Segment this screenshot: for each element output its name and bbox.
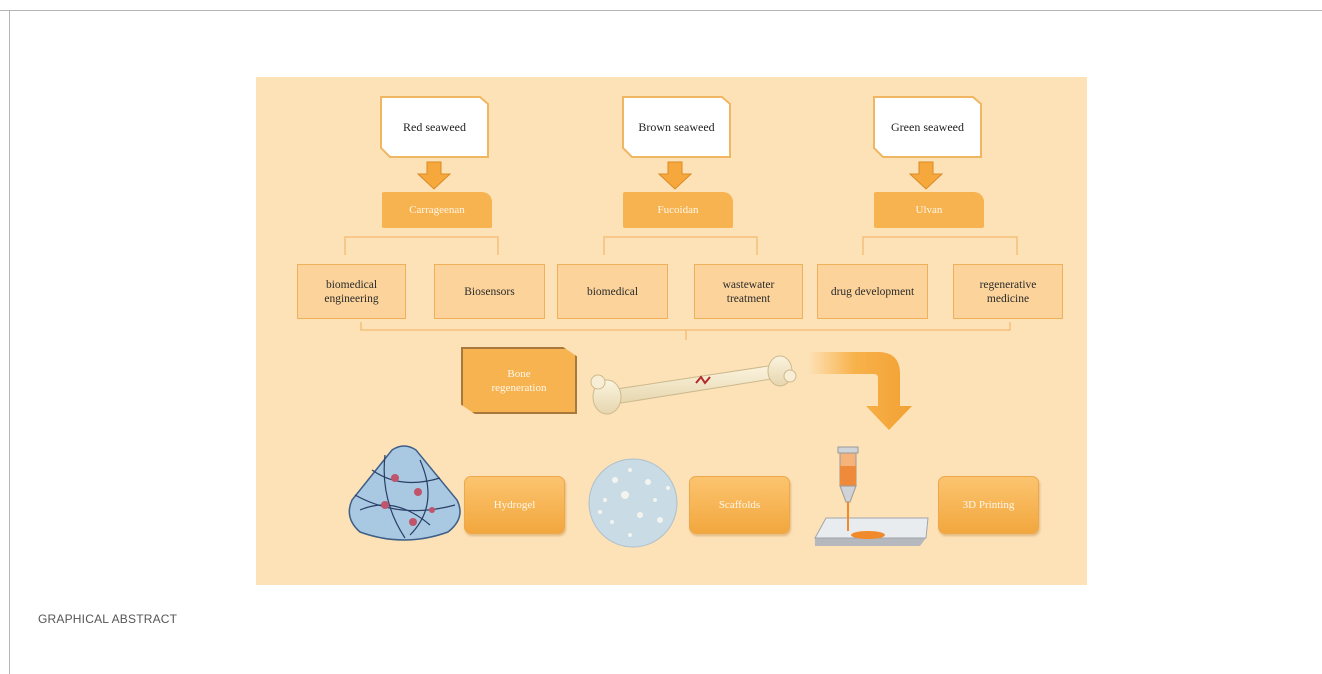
fucoidan-label: Fucoidan [657,204,699,216]
bracket-red [344,236,499,255]
scaffolds-label: Scaffolds [718,499,761,511]
3d-printing-label: 3D Printing [962,499,1015,511]
porous-scaffold-icon [588,458,678,548]
fucoidan-box: Fucoidan [623,192,733,228]
arrow-down-icon [657,161,693,190]
brown-seaweed-label: Brown seaweed [638,119,715,134]
brown-seaweed-box: Brown seaweed [625,99,728,155]
application-label: wastewater treatment [722,278,775,305]
3d-printing-box: 3D Printing [938,476,1039,534]
application-box: regenerative medicine [953,264,1063,319]
bioprinter-icon [814,446,929,546]
ulvan-box: Ulvan [874,192,984,228]
application-label: drug development [830,285,915,298]
bone-regeneration-box: Bone regeneration [461,347,577,414]
figure-caption: GRAPHICAL ABSTRACT [38,612,178,626]
hydrogel-network-icon [348,445,461,541]
carrageenan-box: Carrageenan [382,192,492,228]
application-label: Biosensors [464,285,515,298]
hydrogel-label: Hydrogel [493,499,536,511]
red-seaweed-box-shape [380,96,489,158]
femur-bone-icon [590,355,797,415]
arrow-down-icon [908,161,944,190]
arrow-down-icon [416,161,452,190]
red-seaweed-box: Red seaweed [383,99,486,155]
application-label: biomedical [586,285,639,298]
application-box: biomedical engineering [297,264,406,319]
brown-seaweed-box-shape [622,96,731,158]
application-box: Biosensors [434,264,545,319]
bracket-green [862,236,1018,255]
application-box: wastewater treatment [694,264,803,319]
green-seaweed-label: Green seaweed [891,119,964,134]
bracket-all [360,322,1011,331]
application-box: biomedical [557,264,668,319]
application-label: biomedical engineering [324,278,379,305]
carrageenan-label: Carrageenan [409,204,465,216]
application-box: drug development [817,264,928,319]
green-seaweed-box: Green seaweed [876,99,979,155]
scaffolds-box: Scaffolds [689,476,790,534]
frame-top-border [0,10,1322,11]
application-label: regenerative medicine [979,278,1037,305]
red-seaweed-label: Red seaweed [403,119,466,134]
green-seaweed-box-shape [873,96,982,158]
hydrogel-box: Hydrogel [464,476,565,534]
bone-regeneration-label: Bone regeneration [491,367,547,394]
ulvan-label: Ulvan [915,204,943,216]
bracket-brown [603,236,758,255]
curved-arrow-icon [808,352,912,430]
frame-left-border [9,10,10,674]
